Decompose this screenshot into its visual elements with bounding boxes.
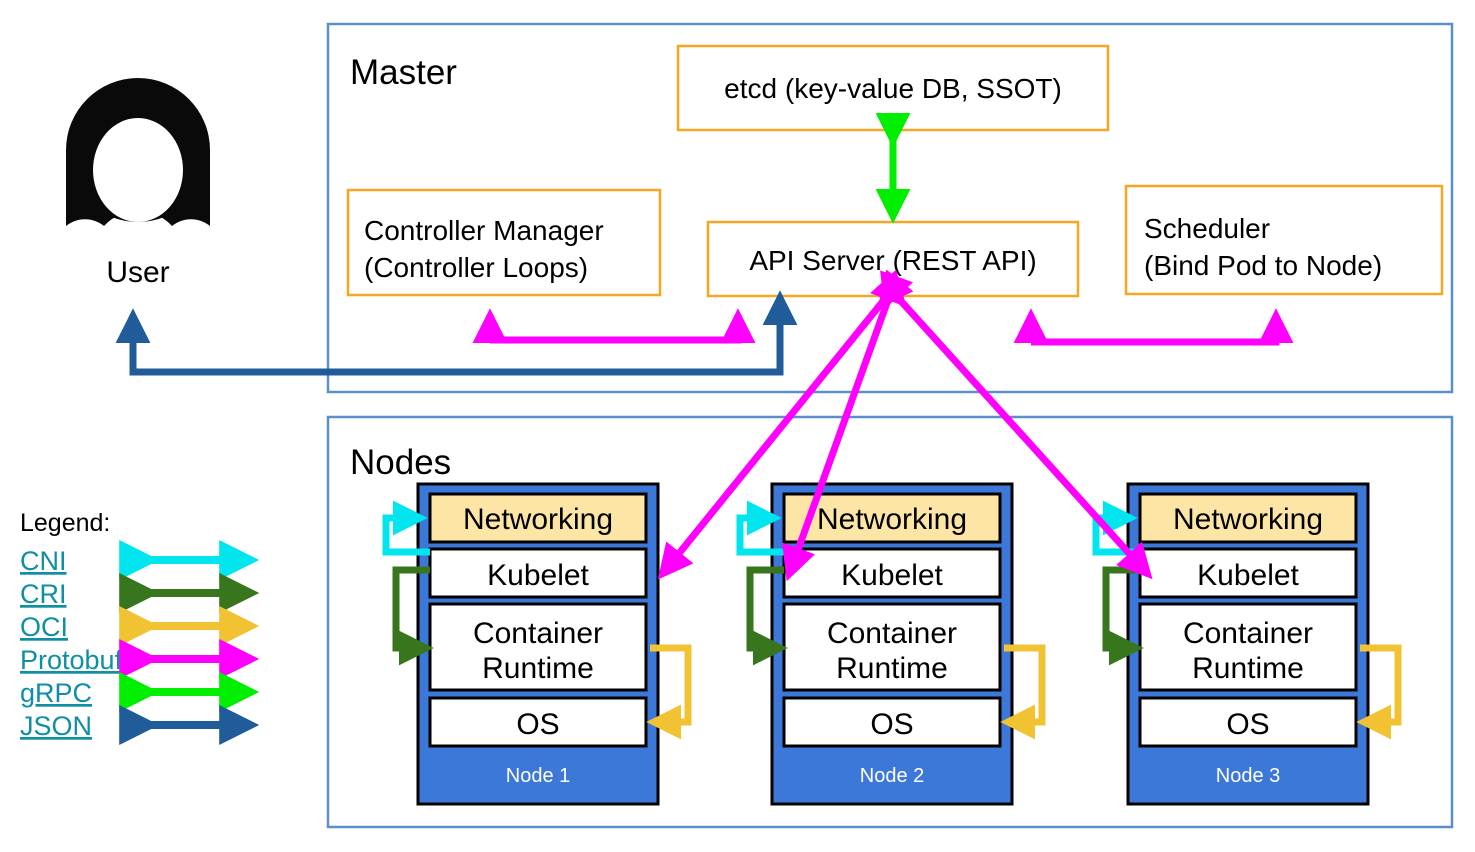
cri-arrow-node-2 bbox=[746, 566, 788, 666]
node-3-os-box[interactable] bbox=[1138, 696, 1358, 748]
node-2-os-label: OS bbox=[870, 708, 913, 741]
legend-item-cri-label[interactable]: CRI bbox=[20, 579, 67, 609]
scheduler-label-line1: Scheduler bbox=[1144, 213, 1270, 244]
node-1-os-box[interactable] bbox=[428, 696, 648, 748]
node-1-container-runtime-label-line2: Runtime bbox=[482, 652, 594, 685]
nodes-group-title: Nodes bbox=[350, 443, 451, 482]
node-3-container-runtime-label-line1: Container bbox=[1183, 617, 1313, 650]
node-3-container-runtime-label-line2: Runtime bbox=[1192, 652, 1304, 685]
node-1[interactable]: Networking Kubelet Container Runtime OS … bbox=[416, 482, 660, 806]
json-arrow-user-apiserver bbox=[115, 290, 798, 376]
node-2-name: Node 2 bbox=[860, 765, 925, 787]
scheduler-box[interactable] bbox=[1124, 184, 1444, 296]
protobuf-arrow-controller-manager bbox=[472, 308, 756, 344]
cni-arrow-node-1 bbox=[382, 500, 430, 556]
oci-arrow-node-1 bbox=[646, 644, 692, 740]
legend-item-protobuf-label[interactable]: Protobuf bbox=[20, 645, 123, 675]
node-2-networking-label: Networking bbox=[817, 503, 967, 536]
legend-item-oci-label[interactable]: OCI bbox=[20, 612, 68, 642]
node-2-container-runtime-label-line1: Container bbox=[827, 617, 957, 650]
node-3-container-runtime-box[interactable] bbox=[1138, 602, 1358, 692]
etcd-label: etcd (key-value DB, SSOT) bbox=[724, 73, 1062, 104]
node-1-os-label: OS bbox=[516, 708, 559, 741]
node-2-os-box[interactable] bbox=[782, 696, 1002, 748]
user-avatar-icon bbox=[66, 78, 210, 226]
controller-manager-label-line2: (Controller Loops) bbox=[364, 252, 588, 283]
controller-manager-box[interactable] bbox=[346, 188, 662, 297]
node-2-kubelet-label: Kubelet bbox=[841, 559, 943, 592]
node-1-networking-label: Networking bbox=[463, 503, 613, 536]
node-3-networking-box[interactable] bbox=[1138, 492, 1358, 544]
node-3-kubelet-box[interactable] bbox=[1138, 547, 1358, 599]
cni-arrow-node-2 bbox=[736, 500, 784, 556]
api-server-label: API Server (REST API) bbox=[749, 245, 1036, 276]
oci-arrow-node-2 bbox=[1000, 644, 1046, 740]
node-2-container-runtime-label-line2: Runtime bbox=[836, 652, 948, 685]
oci-arrow-node-3 bbox=[1356, 644, 1402, 740]
user-label: User bbox=[106, 256, 169, 289]
legend-item-cni-label[interactable]: CNI bbox=[20, 546, 67, 576]
node-1-kubelet-label: Kubelet bbox=[487, 559, 589, 592]
node-1-container-runtime-label-line1: Container bbox=[473, 617, 603, 650]
legend-item-json-label[interactable]: JSON bbox=[20, 711, 92, 741]
node-3-os-label: OS bbox=[1226, 708, 1269, 741]
node-3-networking-label: Networking bbox=[1173, 503, 1323, 536]
scheduler-label-line2: (Bind Pod to Node) bbox=[1144, 250, 1382, 281]
master-group-title: Master bbox=[350, 53, 457, 92]
controller-manager-label-line1: Controller Manager bbox=[364, 215, 604, 246]
node-1-name: Node 1 bbox=[506, 765, 571, 787]
protobuf-arrow-scheduler bbox=[1013, 308, 1294, 346]
cri-arrow-node-1 bbox=[392, 566, 434, 666]
node-1-networking-box[interactable] bbox=[428, 492, 648, 544]
node-1-kubelet-box[interactable] bbox=[428, 547, 648, 599]
node-3-kubelet-label: Kubelet bbox=[1197, 559, 1299, 592]
node-3[interactable]: Networking Kubelet Container Runtime OS … bbox=[1126, 482, 1370, 806]
legend-item-grpc-label[interactable]: gRPC bbox=[20, 678, 92, 708]
node-1-container-runtime-box[interactable] bbox=[428, 602, 648, 692]
legend-title: Legend: bbox=[20, 509, 110, 537]
node-3-name: Node 3 bbox=[1216, 765, 1281, 787]
protobuf-arrow-node-3-apiserver bbox=[870, 269, 1153, 580]
